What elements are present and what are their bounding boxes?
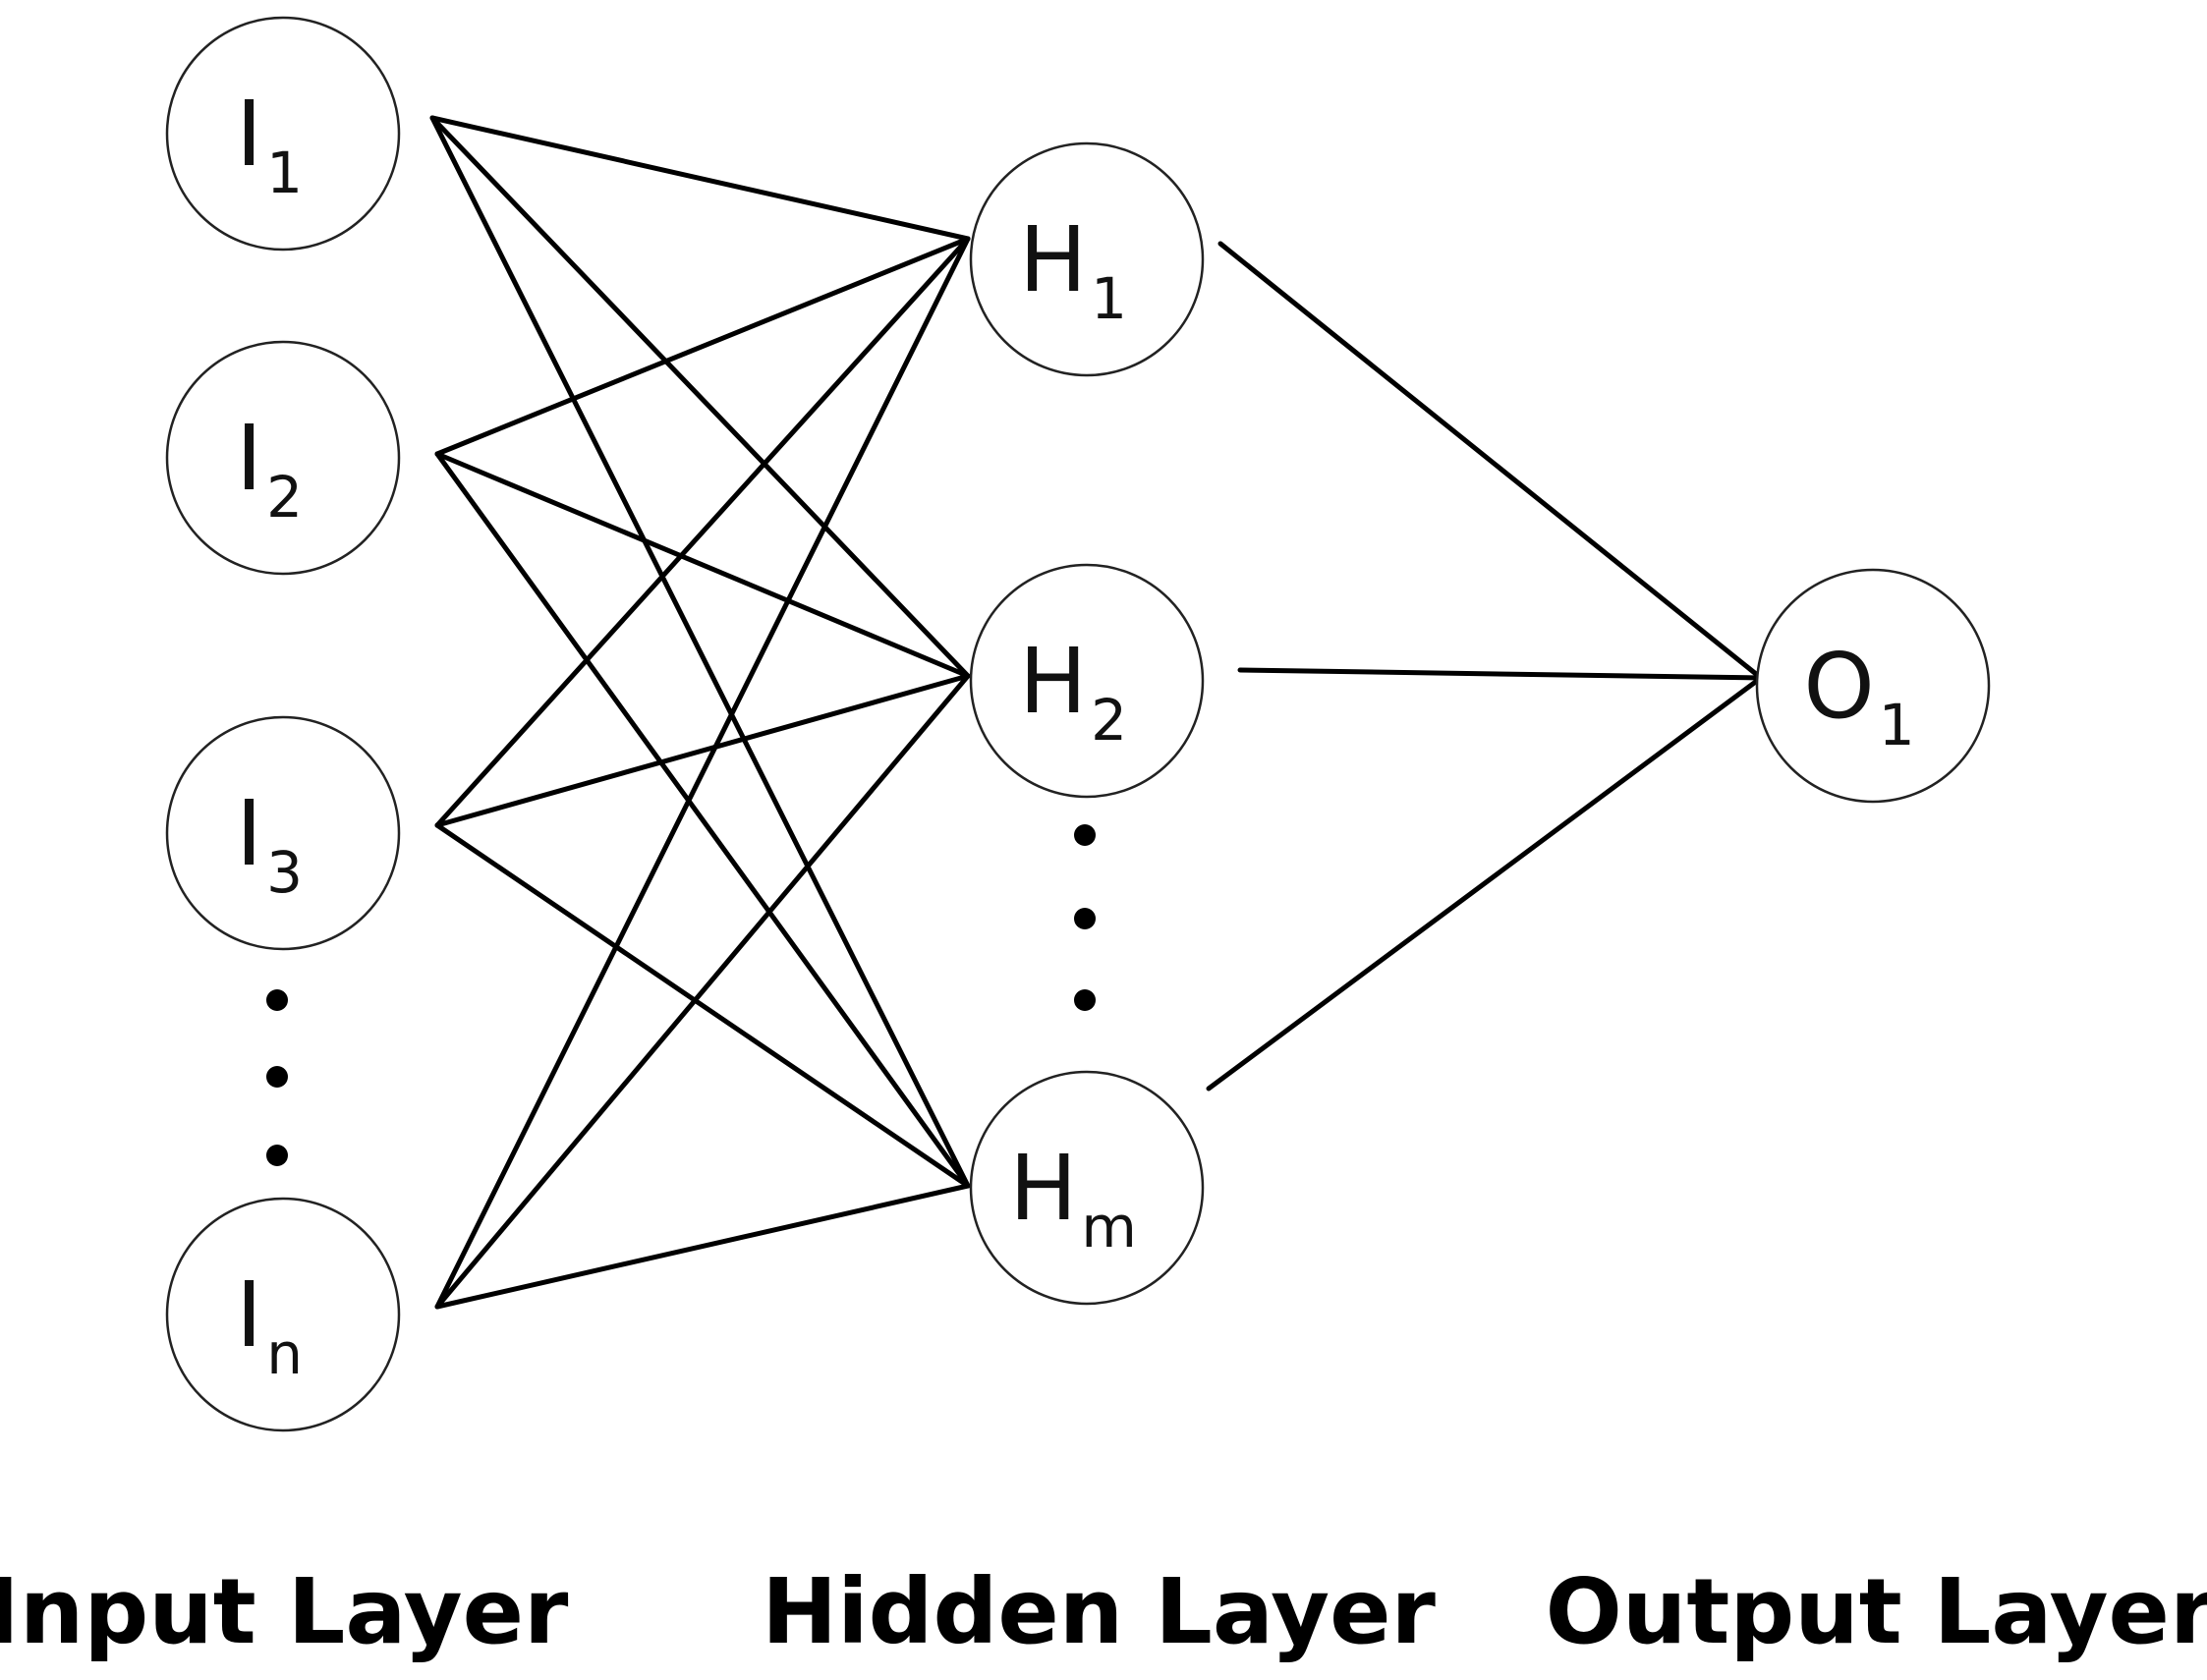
input-ellipsis-dot	[266, 1145, 288, 1166]
edge-i3-h2	[434, 673, 971, 828]
hidden-ellipsis-dot	[1074, 989, 1096, 1011]
node-label: I3	[236, 781, 303, 906]
edge-i1-h2	[429, 115, 971, 679]
node-label: H2	[1019, 629, 1127, 754]
node-letter: O	[1803, 634, 1874, 739]
input-layer-label: Input Layer	[0, 1559, 569, 1664]
edge-in-hm	[434, 1183, 971, 1310]
hidden-node-hm: Hm	[969, 1070, 1205, 1306]
node-label: O1	[1803, 634, 1914, 758]
input-node-i3: I3	[165, 715, 401, 951]
edge-h2-o1	[1237, 667, 1764, 681]
node-label: Hm	[1009, 1136, 1137, 1260]
node-subscript: 2	[1091, 687, 1127, 754]
ellipsis-dots	[266, 824, 1096, 1166]
edge-hm-o1	[1206, 675, 1764, 1092]
node-label: In	[236, 1262, 303, 1387]
edge-i2-h1	[434, 236, 971, 457]
hidden-ellipsis-dot	[1074, 908, 1096, 929]
hidden-node-h2: H2	[969, 563, 1205, 799]
connection-lines	[429, 115, 1764, 1310]
edge-h1-o1	[1217, 241, 1764, 681]
node-circle	[1755, 568, 1991, 804]
input-node-i2: I2	[165, 340, 401, 576]
node-subscript: 1	[1091, 265, 1127, 332]
output-layer-label: Output Layer	[1546, 1559, 2207, 1664]
input-ellipsis-dot	[266, 1066, 288, 1088]
node-letter: H	[1019, 629, 1087, 734]
node-subscript: 2	[266, 464, 303, 531]
node-letter: I	[236, 781, 262, 886]
node-subscript: n	[266, 1320, 303, 1387]
hidden-ellipsis-dot	[1074, 824, 1096, 846]
node-letter: H	[1009, 1136, 1077, 1241]
edge-i1-h1	[429, 115, 971, 242]
edge-i2-hm	[434, 451, 971, 1189]
edge-in-h1	[434, 236, 971, 1310]
edge-in-h2	[434, 673, 971, 1310]
edge-i3-hm	[434, 822, 971, 1189]
node-circle	[969, 141, 1205, 377]
input-ellipsis-dot	[266, 989, 288, 1011]
node-letter: I	[236, 1262, 262, 1368]
node-subscript: 3	[266, 839, 303, 906]
node-subscript: 1	[1879, 692, 1915, 758]
node-letter: I	[236, 82, 262, 187]
input-node-i1: I1	[165, 16, 401, 252]
node-circle	[165, 16, 401, 252]
edge-i3-h1	[434, 236, 971, 828]
node-subscript: 1	[266, 140, 303, 206]
node-circle	[165, 340, 401, 576]
node-letter: I	[236, 406, 262, 511]
node-circle	[165, 1197, 401, 1432]
node-label: I2	[236, 406, 303, 531]
input-node-in: In	[165, 1197, 401, 1432]
edge-i1-hm	[429, 115, 971, 1189]
node-circle	[165, 715, 401, 951]
node-label: H1	[1019, 207, 1127, 332]
hidden-layer-label: Hidden Layer	[762, 1559, 1436, 1664]
node-label: I1	[236, 82, 303, 206]
node-letter: H	[1019, 207, 1087, 312]
node-circle	[969, 563, 1205, 799]
node-subscript: m	[1081, 1194, 1137, 1260]
hidden-node-h1: H1	[969, 141, 1205, 377]
edge-i2-h2	[434, 451, 971, 679]
node-circle	[969, 1070, 1205, 1306]
output-node-o1: O1	[1755, 568, 1991, 804]
